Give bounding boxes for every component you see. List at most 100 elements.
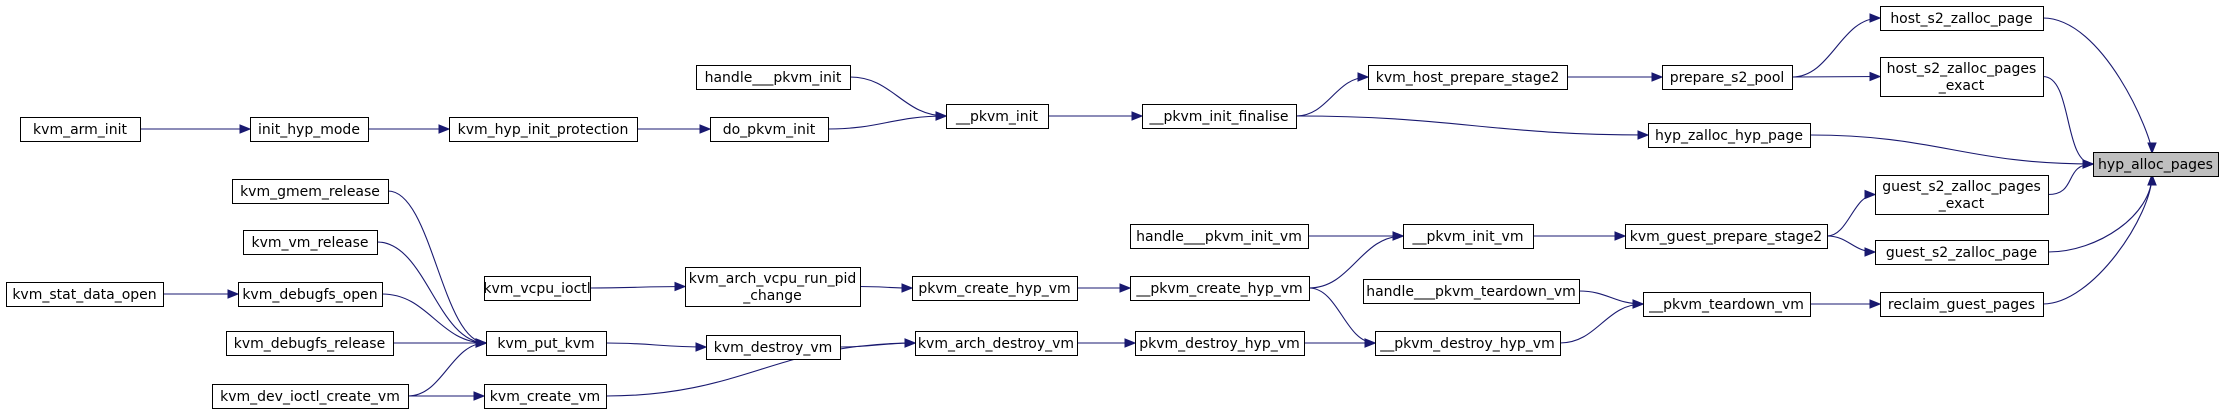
node-guest_s2_zalloc_page[interactable]: guest_s2_zalloc_page xyxy=(1875,240,2049,265)
node-pkvm_destroy_hyp_vm[interactable]: pkvm_destroy_hyp_vm xyxy=(1135,331,1305,356)
node-label: kvm_vcpu_ioctl xyxy=(483,281,590,297)
node-__pkvm_init_finalise[interactable]: __pkvm_init_finalise xyxy=(1142,104,1297,129)
node-kvm_destroy_vm[interactable]: kvm_destroy_vm xyxy=(706,335,841,360)
node-box xyxy=(710,117,829,142)
node-label: _exact xyxy=(1938,196,1985,212)
node-box xyxy=(946,104,1049,129)
node-handle___pkvm_init_vm[interactable]: handle___pkvm_init_vm xyxy=(1130,224,1309,249)
edge-kvm_put_kvm-to-kvm_destroy_vm xyxy=(605,342,707,348)
node-label: pkvm_create_hyp_vm xyxy=(918,281,1070,297)
node-kvm_put_kvm[interactable]: kvm_put_kvm xyxy=(486,331,607,356)
arrowhead-icon xyxy=(674,281,687,292)
edge-__pkvm_init_finalise-to-hyp_zalloc_hyp_page xyxy=(1295,115,1649,136)
node-label: init_hyp_mode xyxy=(258,122,360,138)
node-kvm_vcpu_ioctl[interactable]: kvm_vcpu_ioctl xyxy=(483,276,591,301)
node-box xyxy=(1880,57,2044,97)
node-box xyxy=(1403,224,1534,249)
node-kvm_stat_data_open[interactable]: kvm_stat_data_open xyxy=(6,282,164,307)
node-box xyxy=(706,335,841,360)
node-label: kvm_destroy_vm xyxy=(714,340,833,356)
node-label: kvm_hyp_init_protection xyxy=(458,122,629,138)
node-label: kvm_guest_prepare_stage2 xyxy=(1630,229,1822,245)
node-box xyxy=(2093,152,2219,177)
node-kvm_guest_prepare_stage2[interactable]: kvm_guest_prepare_stage2 xyxy=(1625,224,1828,249)
node-label: handle___pkvm_teardown_vm xyxy=(1366,284,1576,300)
node-kvm_host_prepare_stage2[interactable]: kvm_host_prepare_stage2 xyxy=(1368,65,1568,90)
node-box xyxy=(685,267,861,307)
node-guest_s2_zalloc_pages_exact[interactable]: guest_s2_zalloc_pages_exact xyxy=(1875,175,2049,215)
arrowhead-icon xyxy=(1614,231,1627,241)
node-box xyxy=(250,117,369,142)
node-kvm_gmem_release[interactable]: kvm_gmem_release xyxy=(232,179,389,204)
node-do_pkvm_init[interactable]: do_pkvm_init xyxy=(710,117,829,142)
node-box xyxy=(212,384,409,409)
node-__pkvm_init_vm[interactable]: __pkvm_init_vm xyxy=(1403,224,1534,249)
node-box xyxy=(1130,276,1310,301)
node-box xyxy=(449,117,638,142)
arrowhead-icon xyxy=(1869,13,1882,23)
node-box xyxy=(232,179,389,204)
node-box xyxy=(486,331,607,356)
node-box xyxy=(6,282,164,307)
node-reclaim_guest_pages[interactable]: reclaim_guest_pages xyxy=(1880,292,2044,317)
edge-handle___pkvm_init-to-__pkvm_init xyxy=(849,76,947,117)
node-box xyxy=(1648,123,1811,148)
node-kvm_hyp_init_protection[interactable]: kvm_hyp_init_protection xyxy=(449,117,638,142)
arrowhead-icon xyxy=(1869,71,1882,82)
node-__pkvm_teardown_vm[interactable]: __pkvm_teardown_vm xyxy=(1643,292,1811,317)
node-__pkvm_destroy_hyp_vm[interactable]: __pkvm_destroy_hyp_vm xyxy=(1375,331,1561,356)
node-__pkvm_init[interactable]: __pkvm_init xyxy=(946,104,1049,129)
node-label: hyp_zalloc_hyp_page xyxy=(1655,128,1803,144)
node-init_hyp_mode[interactable]: init_hyp_mode xyxy=(250,117,369,142)
arrowhead-icon xyxy=(1392,231,1405,241)
node-label: kvm_dev_ioctl_create_vm xyxy=(220,389,400,405)
arrowhead-icon xyxy=(438,124,451,134)
node-handle___pkvm_teardown_vm[interactable]: handle___pkvm_teardown_vm xyxy=(1363,279,1580,304)
node-label: guest_s2_zalloc_page xyxy=(1886,245,2037,261)
node-hyp_zalloc_hyp_page[interactable]: hyp_zalloc_hyp_page xyxy=(1648,123,1811,148)
node-pkvm_create_hyp_vm[interactable]: pkvm_create_hyp_vm xyxy=(912,276,1078,301)
node-kvm_arm_init[interactable]: kvm_arm_init xyxy=(20,117,141,142)
arrowhead-icon xyxy=(904,338,917,348)
node-handle___pkvm_init[interactable]: handle___pkvm_init xyxy=(696,65,851,90)
arrowhead-icon xyxy=(1864,247,1877,257)
node-label: host_s2_zalloc_page xyxy=(1890,11,2032,27)
node-kvm_create_vm[interactable]: kvm_create_vm xyxy=(484,384,607,409)
node-hyp_alloc_pages[interactable]: hyp_alloc_pages xyxy=(2093,152,2219,177)
node-label: kvm_put_kvm xyxy=(497,336,594,352)
arrowhead-icon xyxy=(1864,189,1877,200)
node-box xyxy=(226,331,394,356)
arrowhead-icon xyxy=(1131,111,1144,121)
node-__pkvm_create_hyp_vm[interactable]: __pkvm_create_hyp_vm xyxy=(1130,276,1310,301)
edge-__pkvm_create_hyp_vm-to-__pkvm_init_vm xyxy=(1308,235,1404,289)
node-label: host_s2_zalloc_pages xyxy=(1887,61,2037,77)
edge-kvm_debugfs_open-to-kvm_put_kvm xyxy=(381,293,487,344)
node-label: prepare_s2_pool xyxy=(1670,70,1785,86)
node-box xyxy=(696,65,851,90)
node-kvm_dev_ioctl_create_vm[interactable]: kvm_dev_ioctl_create_vm xyxy=(212,384,409,409)
node-label: handle___pkvm_init xyxy=(705,70,842,86)
node-kvm_arch_vcpu_run_pid_change[interactable]: kvm_arch_vcpu_run_pid_change xyxy=(685,267,861,307)
node-box xyxy=(20,117,141,142)
arrowhead-icon xyxy=(1364,338,1377,348)
node-label: do_pkvm_init xyxy=(723,122,816,138)
node-label: kvm_vm_release xyxy=(251,235,368,251)
node-host_s2_zalloc_pages_exact[interactable]: host_s2_zalloc_pages_exact xyxy=(1880,57,2044,97)
node-kvm_vm_release[interactable]: kvm_vm_release xyxy=(243,230,378,255)
edge-host_s2_zalloc_pages_exact-to-hyp_alloc_pages xyxy=(2042,75,2094,165)
node-kvm_arch_destroy_vm[interactable]: kvm_arch_destroy_vm xyxy=(915,331,1078,356)
node-prepare_s2_pool[interactable]: prepare_s2_pool xyxy=(1662,65,1793,90)
arrowhead-icon xyxy=(1632,299,1645,309)
node-label: kvm_arch_destroy_vm xyxy=(918,336,1074,352)
node-kvm_debugfs_release[interactable]: kvm_debugfs_release xyxy=(226,331,394,356)
node-host_s2_zalloc_page[interactable]: host_s2_zalloc_page xyxy=(1880,6,2044,31)
node-box xyxy=(484,384,607,409)
node-box xyxy=(1142,104,1297,129)
arrowhead-icon xyxy=(1357,72,1370,82)
arrowhead-icon xyxy=(695,342,708,352)
arrowhead-icon xyxy=(1651,72,1664,82)
node-kvm_debugfs_open[interactable]: kvm_debugfs_open xyxy=(238,282,383,307)
node-box xyxy=(912,276,1078,301)
node-label: kvm_create_vm xyxy=(490,389,600,405)
arrowhead-icon xyxy=(475,338,488,348)
